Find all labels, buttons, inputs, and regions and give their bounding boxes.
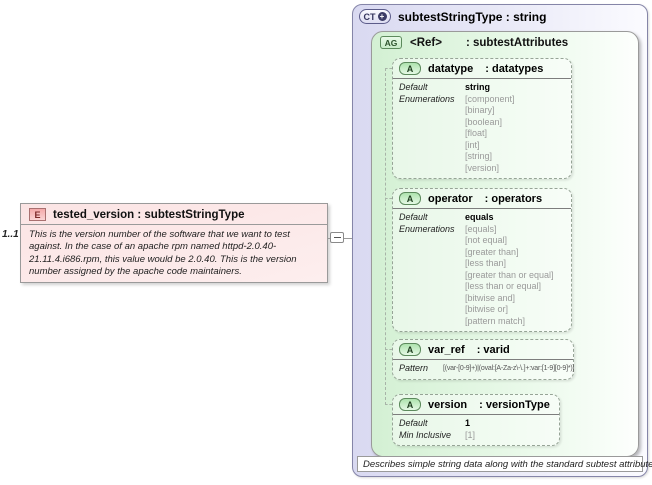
enum-item: [int] xyxy=(465,139,480,150)
facet-label-pattern: Pattern xyxy=(399,363,429,373)
attribute-facets: Default 1 Min Inclusive [1] xyxy=(393,415,559,445)
attribute-group-title-row: AG <Ref> : subtestAttributes xyxy=(372,32,638,53)
facet-enumeration-list: [equals][not equal][greater than][less t… xyxy=(465,224,565,328)
facet-label-default: Default xyxy=(399,212,428,222)
facet-label-min-inclusive: Min Inclusive xyxy=(399,429,452,440)
enum-item: [binary] xyxy=(465,105,495,115)
facet-value-min-inclusive: [1] xyxy=(465,429,476,440)
complextype-title-row: CT + subtestStringType : string xyxy=(353,5,647,26)
enum-item: [less than or equal] xyxy=(465,281,542,291)
facet-label-default: Default xyxy=(399,418,428,428)
element-title: tested_version : subtestStringType xyxy=(53,208,245,221)
attribute-card-var-ref[interactable]: A var_ref : varid Pattern [(var-[0-9]+)|… xyxy=(392,339,574,380)
attribute-stub-line xyxy=(385,68,392,69)
attribute-badge-icon: A xyxy=(399,343,421,356)
enum-item: [greater than] xyxy=(465,246,519,257)
enum-item: [string] xyxy=(465,151,493,161)
attribute-group-type: : subtestAttributes xyxy=(465,36,569,49)
facet-value-default: 1 xyxy=(465,418,471,428)
attribute-facets: Default string Enumerations [component][… xyxy=(393,79,571,178)
enum-item: [not equal] xyxy=(465,235,508,245)
attribute-stub-line xyxy=(385,404,392,405)
attribute-group-badge-icon: AG xyxy=(380,36,402,49)
element-title-row: E tested_version : subtestStringType xyxy=(21,204,327,225)
attribute-title-row: A datatype : datatypes xyxy=(393,59,571,79)
element-box-tested-version[interactable]: E tested_version : subtestStringType Thi… xyxy=(20,203,328,283)
attribute-title-row: A var_ref : varid xyxy=(393,340,573,360)
enum-item: [less than] xyxy=(465,258,507,268)
facet-value-default: equals xyxy=(465,212,494,222)
facet-enumeration-list: [component][binary][boolean][float][int]… xyxy=(465,94,565,175)
enum-item: [bitwise or] xyxy=(465,304,509,314)
complextype-title: subtestStringType : string xyxy=(398,9,547,24)
attribute-name: operator xyxy=(428,192,473,205)
attribute-facets: Pattern [(var-[0-9]+)|(oval:[A-Za-z\-\.]… xyxy=(393,360,575,379)
enum-item: [float] xyxy=(465,128,488,138)
facet-label-default: Default xyxy=(399,82,428,92)
facet-value-pattern: [(var-[0-9]+)|(oval:[A-Za-z\-\.]+:var:[1… xyxy=(443,365,575,372)
attribute-group-box[interactable]: AG <Ref> : subtestAttributes A datatype … xyxy=(371,31,639,457)
enum-item: [version] xyxy=(465,162,500,173)
enum-item: [component] xyxy=(465,93,515,104)
enum-item: [equals] xyxy=(465,223,497,234)
attribute-badge-icon: A xyxy=(399,398,421,411)
attribute-stub-line xyxy=(385,198,392,199)
attribute-facets: Default equals Enumerations [equals][not… xyxy=(393,209,571,331)
attribute-type: : varid xyxy=(476,343,510,356)
expand-plus-icon[interactable]: + xyxy=(377,12,387,21)
attribute-card-operator[interactable]: A operator : operators Default equals En… xyxy=(392,188,572,332)
complextype-footer-note: Describes simple string data along with … xyxy=(357,456,652,472)
attribute-name: datatype xyxy=(428,62,474,75)
attribute-type: : datatypes xyxy=(485,62,544,75)
attribute-group-name: <Ref> xyxy=(410,36,442,49)
attribute-name: version xyxy=(428,398,468,411)
attribute-type: : versionType xyxy=(479,398,550,411)
attribute-type: : operators xyxy=(484,192,543,205)
footer-note-text: Describes simple string data along with … xyxy=(363,458,652,470)
complextype-box-subtestStringType[interactable]: CT + subtestStringType : string AG <Ref>… xyxy=(352,4,652,477)
attribute-card-datatype[interactable]: A datatype : datatypes Default string En… xyxy=(392,58,572,179)
attribute-stub-line xyxy=(385,349,392,350)
attribute-badge-icon: A xyxy=(399,62,421,75)
element-badge-icon: E xyxy=(29,208,46,221)
attribute-card-version[interactable]: A version : versionType Default 1 Min In… xyxy=(392,394,560,446)
attribute-title-row: A operator : operators xyxy=(393,189,571,209)
collapse-toggle-icon[interactable] xyxy=(330,232,344,243)
attribute-badge-icon: A xyxy=(399,192,421,205)
enum-item: [greater than or equal] xyxy=(465,269,554,280)
attribute-title-row: A version : versionType xyxy=(393,395,559,415)
element-annotation: This is the version number of the softwa… xyxy=(29,229,297,278)
enum-item: [boolean] xyxy=(465,116,503,127)
facet-label-enumerations: Enumerations xyxy=(399,223,455,234)
enum-item: [pattern match] xyxy=(465,315,526,326)
cardinality-label: 1..1 xyxy=(2,229,19,240)
attribute-name: var_ref xyxy=(428,343,465,356)
attribute-trunk-line xyxy=(385,68,386,405)
complextype-badge-icon: CT + xyxy=(359,9,391,24)
complextype-badge-label: CT xyxy=(363,11,376,22)
facet-value-default: string xyxy=(465,82,491,92)
enum-item: [bitwise and] xyxy=(465,292,516,303)
minus-icon xyxy=(333,237,341,238)
facet-label-enumerations: Enumerations xyxy=(399,93,455,104)
